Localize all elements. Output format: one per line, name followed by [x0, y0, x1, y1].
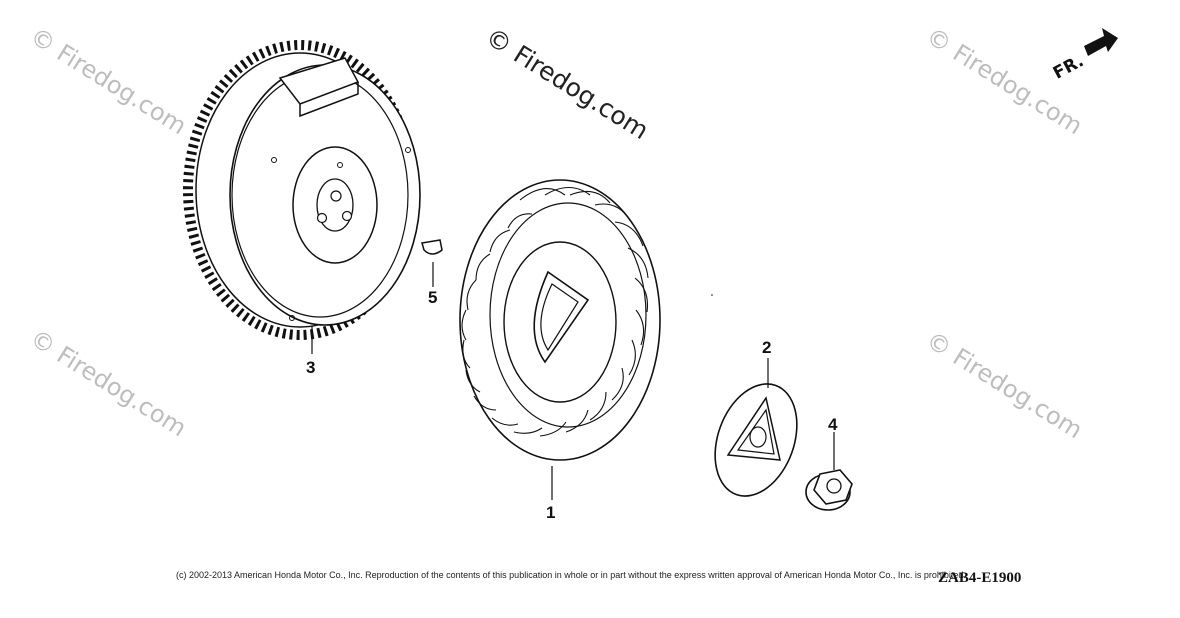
front-direction-arrow-icon	[1084, 28, 1118, 56]
flange-nut-part-4	[805, 432, 853, 511]
callout-part-3: 3	[306, 358, 316, 377]
woodruff-key-part-5	[421, 239, 443, 287]
flywheel-part-3	[183, 40, 421, 354]
cooling-fan-part-1	[459, 179, 661, 500]
callout-part-4: 4	[828, 415, 838, 434]
diagram-code: ZAB4-E1900	[938, 570, 1022, 586]
callout-part-5: 5	[428, 288, 438, 307]
callout-part-2: 2	[762, 338, 772, 357]
callout-part-1: 1	[546, 503, 556, 522]
copyright-notice: (c) 2002-2013 American Honda Motor Co., …	[176, 570, 966, 580]
pulley-plate-part-2	[714, 358, 798, 497]
